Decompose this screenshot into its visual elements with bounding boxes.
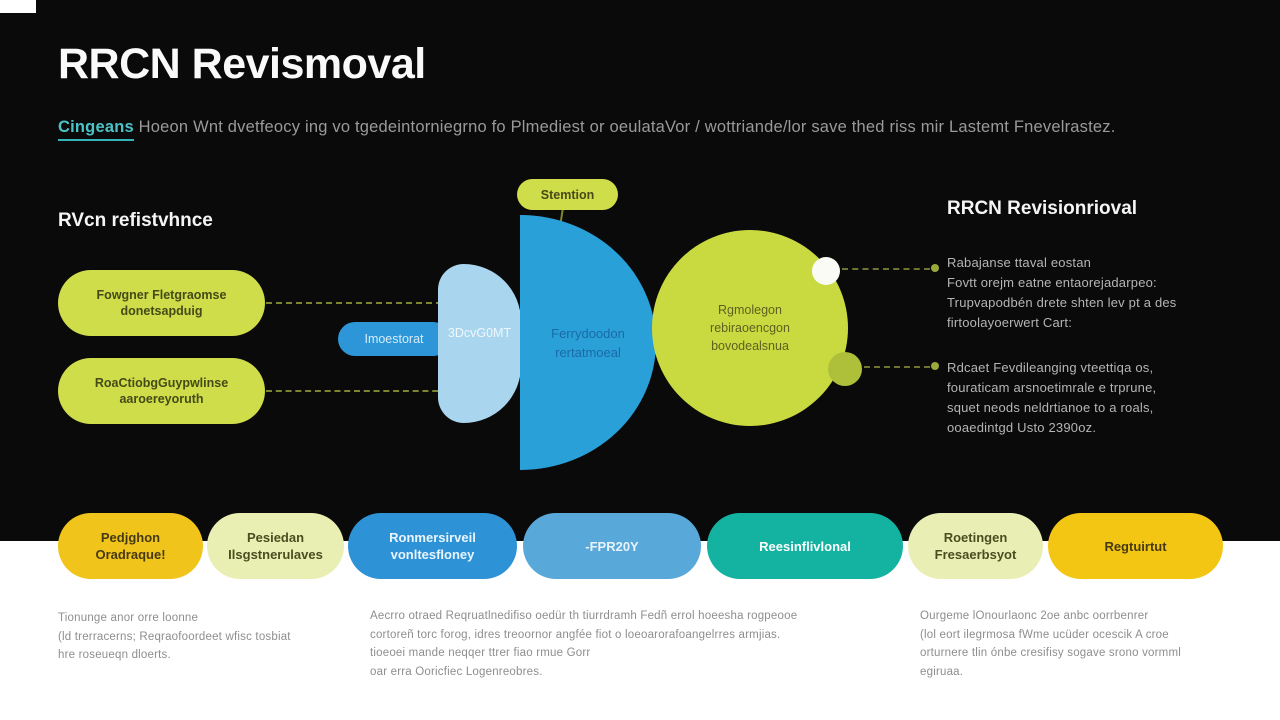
- bottom-note: Ourgeme lOnourlaonc 2oe anbc oorrbenrer …: [920, 610, 1181, 678]
- mid-label-pill: Imoestorat: [338, 322, 450, 356]
- bottom-pill: Ronmersirveil vonltesfloney: [348, 513, 517, 579]
- bottom-pill: Reesinflivlonal: [707, 513, 903, 579]
- left-section-heading: RVcn refistvhnce: [58, 210, 213, 231]
- dashed-connector: [864, 366, 930, 368]
- node-dot-olive: [828, 352, 862, 386]
- left-pill: Fowgner Fletgraomse donetsapduig: [58, 270, 265, 336]
- subtitle-rest: Hoeon Wnt dvetfeocy ing vo tgedeintornie…: [133, 118, 1116, 136]
- dashed-connector: [842, 268, 930, 270]
- bottom-pill: Pesiedan Ilsgstnerulaves: [207, 513, 344, 579]
- bottom-pill: -FPR20Y: [523, 513, 701, 579]
- right-text-block: Rabajanse ttaval eostan Fovtt orejm eatn…: [947, 255, 1177, 330]
- node-dot-white: [812, 257, 840, 285]
- subtitle: Cingeans Hoeon Wnt dvetfeocy ing vo tged…: [58, 118, 1198, 141]
- light-blue-shape-label: 3DcvG0MT: [447, 326, 512, 340]
- left-pill: RoaCtiobgGuypwlinse aaroereyoruth: [58, 358, 265, 424]
- light-blue-shape: [438, 264, 521, 423]
- dashed-connector: [266, 302, 442, 304]
- bottom-pill: Roetingen Fresaerbsyot: [908, 513, 1043, 579]
- right-section-heading: RRCN Revisionrioval: [947, 198, 1138, 219]
- corner-sliver: [0, 0, 36, 13]
- connector-end-dot: [931, 264, 939, 272]
- top-label-pill: Stemtion: [517, 179, 618, 210]
- bottom-pill: Regtuirtut: [1048, 513, 1223, 579]
- dashed-connector: [266, 390, 448, 392]
- connector-end-dot: [931, 362, 939, 370]
- page-title: RRCN Revismoval: [58, 40, 426, 88]
- bottom-pill: Pedjghon Oradraque!: [58, 513, 203, 579]
- right-text-block: Rdcaet Fevdileanging vteettiqa os, foura…: [947, 360, 1157, 435]
- bottom-note: Aecrro otraed Reqruatlnedifiso oedür th …: [370, 610, 798, 678]
- subtitle-lead: Cingeans: [58, 118, 134, 141]
- bottom-note: Tionunge anor orre loonne (ld trerracern…: [58, 612, 291, 661]
